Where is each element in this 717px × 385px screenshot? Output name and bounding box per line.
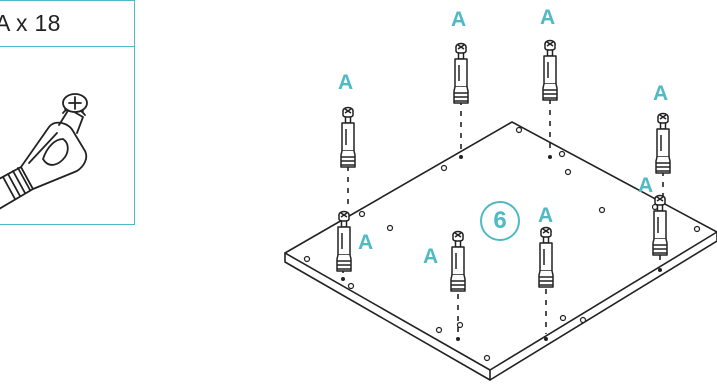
part-header: A x 18 (0, 1, 134, 47)
part-label-a: A (338, 71, 354, 94)
part-reference-box: A x 18 (0, 0, 135, 225)
step-number-badge: 6 (480, 201, 520, 241)
target-dots (341, 155, 662, 341)
dowel-pin (542, 39, 558, 101)
step-number: 6 (493, 207, 507, 234)
dowel-pin (340, 106, 356, 168)
dowel-pin (652, 194, 668, 256)
part-quantity-label: A x 18 (0, 10, 61, 36)
cam-dowel-icon (0, 93, 88, 210)
dowel-pin (336, 210, 352, 272)
assembly-diagram (284, 39, 717, 381)
part-label-a: A (638, 174, 654, 197)
dowel-pin (538, 226, 554, 288)
board-holes (303, 126, 701, 362)
part-label-a: A (653, 82, 669, 105)
dowel-pin (450, 230, 466, 292)
dowel-pin (655, 112, 671, 174)
dowel-pin (453, 42, 469, 104)
part-label-a: A (540, 6, 556, 29)
part-label-a: A (358, 231, 374, 254)
part-label-a: A (451, 8, 467, 31)
part-label-a: A (423, 245, 439, 268)
part-label-a: A (538, 204, 554, 227)
board-panel (284, 121, 717, 371)
